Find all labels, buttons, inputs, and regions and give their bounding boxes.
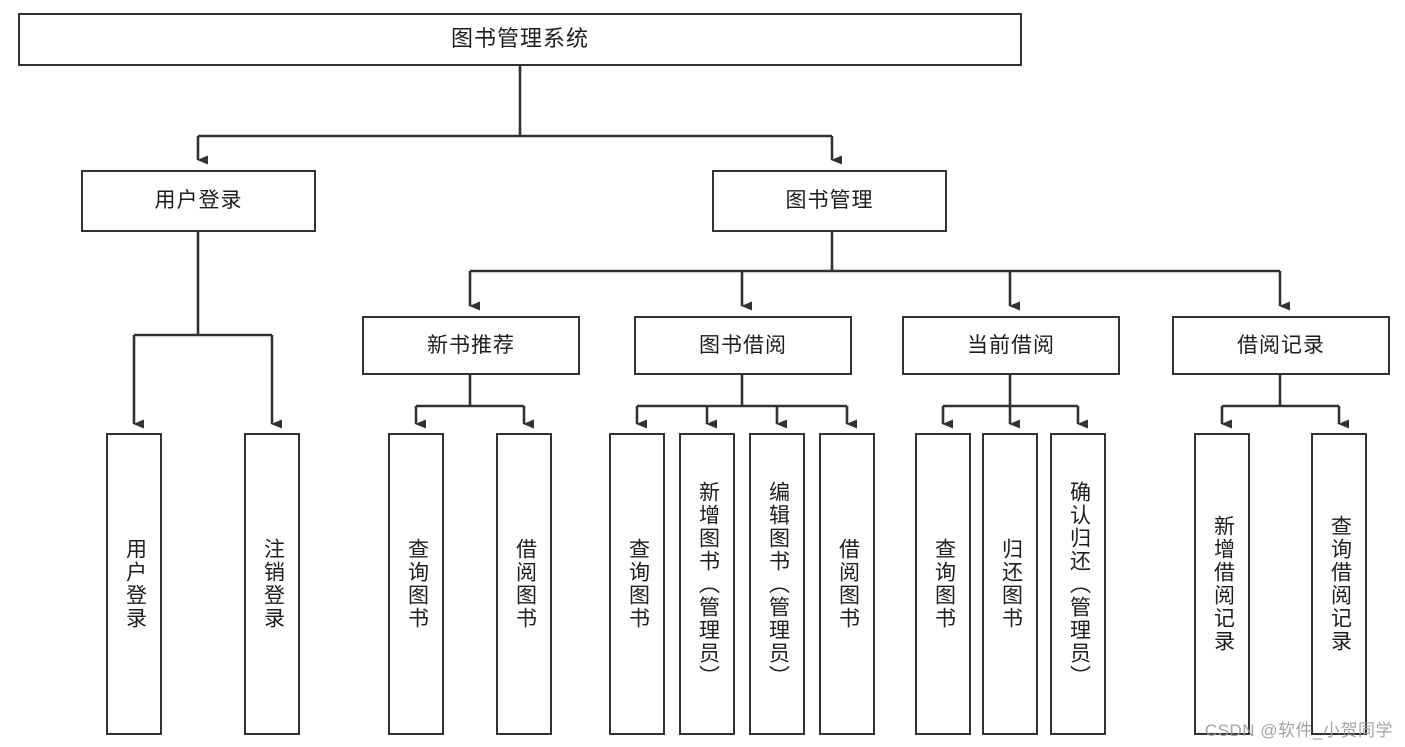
node-label: 新增图书（管理员） [696, 480, 720, 688]
node-leaf-borrow-borrow-book[interactable]: 借阅图书 [819, 433, 875, 735]
node-label: 借阅图书 [513, 538, 537, 630]
node-label: 借阅记录 [1237, 333, 1325, 357]
node-root-book-management-system[interactable]: 图书管理系统 [18, 13, 1022, 66]
node-leaf-borrow-edit-book-admin[interactable]: 编辑图书（管理员） [749, 433, 805, 735]
node-label: 新增借阅记录 [1211, 515, 1235, 653]
node-leaf-current-return-book[interactable]: 归还图书 [982, 433, 1038, 735]
node-new-book-recommend[interactable]: 新书推荐 [362, 316, 580, 375]
watermark: CSDN @软件_小贺同学 [1204, 721, 1393, 740]
node-label: 图书管理 [785, 189, 874, 213]
node-book-borrow[interactable]: 图书借阅 [634, 316, 852, 375]
node-label: 查询图书 [932, 538, 956, 630]
node-leaf-record-query-record[interactable]: 查询借阅记录 [1311, 433, 1367, 735]
node-label: 图书借阅 [699, 333, 787, 357]
node-user-login[interactable]: 用户登录 [81, 170, 316, 232]
node-leaf-current-query-book[interactable]: 查询图书 [915, 433, 971, 735]
node-leaf-record-add-record[interactable]: 新增借阅记录 [1194, 433, 1250, 735]
node-label: 当前借阅 [967, 333, 1055, 357]
node-leaf-recommend-query-book[interactable]: 查询图书 [388, 433, 444, 735]
node-label: 新书推荐 [427, 333, 515, 357]
node-label: 注销登录 [261, 538, 285, 630]
node-leaf-user-login-login[interactable]: 用户登录 [106, 433, 162, 735]
node-label: 用户登录 [154, 189, 243, 213]
node-label: 编辑图书（管理员） [766, 480, 790, 688]
node-borrow-record[interactable]: 借阅记录 [1172, 316, 1390, 375]
node-leaf-current-confirm-return-admin[interactable]: 确认归还（管理员） [1050, 433, 1106, 735]
node-leaf-recommend-borrow-book[interactable]: 借阅图书 [496, 433, 552, 735]
node-label: 图书管理系统 [450, 26, 589, 52]
node-label: 归还图书 [999, 538, 1023, 630]
node-label: 查询图书 [626, 538, 650, 630]
node-leaf-borrow-query-book[interactable]: 查询图书 [609, 433, 665, 735]
node-label: 确认归还（管理员） [1067, 480, 1091, 688]
node-leaf-user-login-logout[interactable]: 注销登录 [244, 433, 300, 735]
node-book-management[interactable]: 图书管理 [712, 170, 947, 232]
node-label: 查询图书 [405, 538, 429, 630]
node-label: 借阅图书 [836, 538, 860, 630]
node-label: 用户登录 [123, 538, 147, 630]
node-leaf-borrow-add-book-admin[interactable]: 新增图书（管理员） [679, 433, 735, 735]
node-label: 查询借阅记录 [1328, 515, 1352, 653]
node-current-borrow[interactable]: 当前借阅 [902, 316, 1120, 375]
